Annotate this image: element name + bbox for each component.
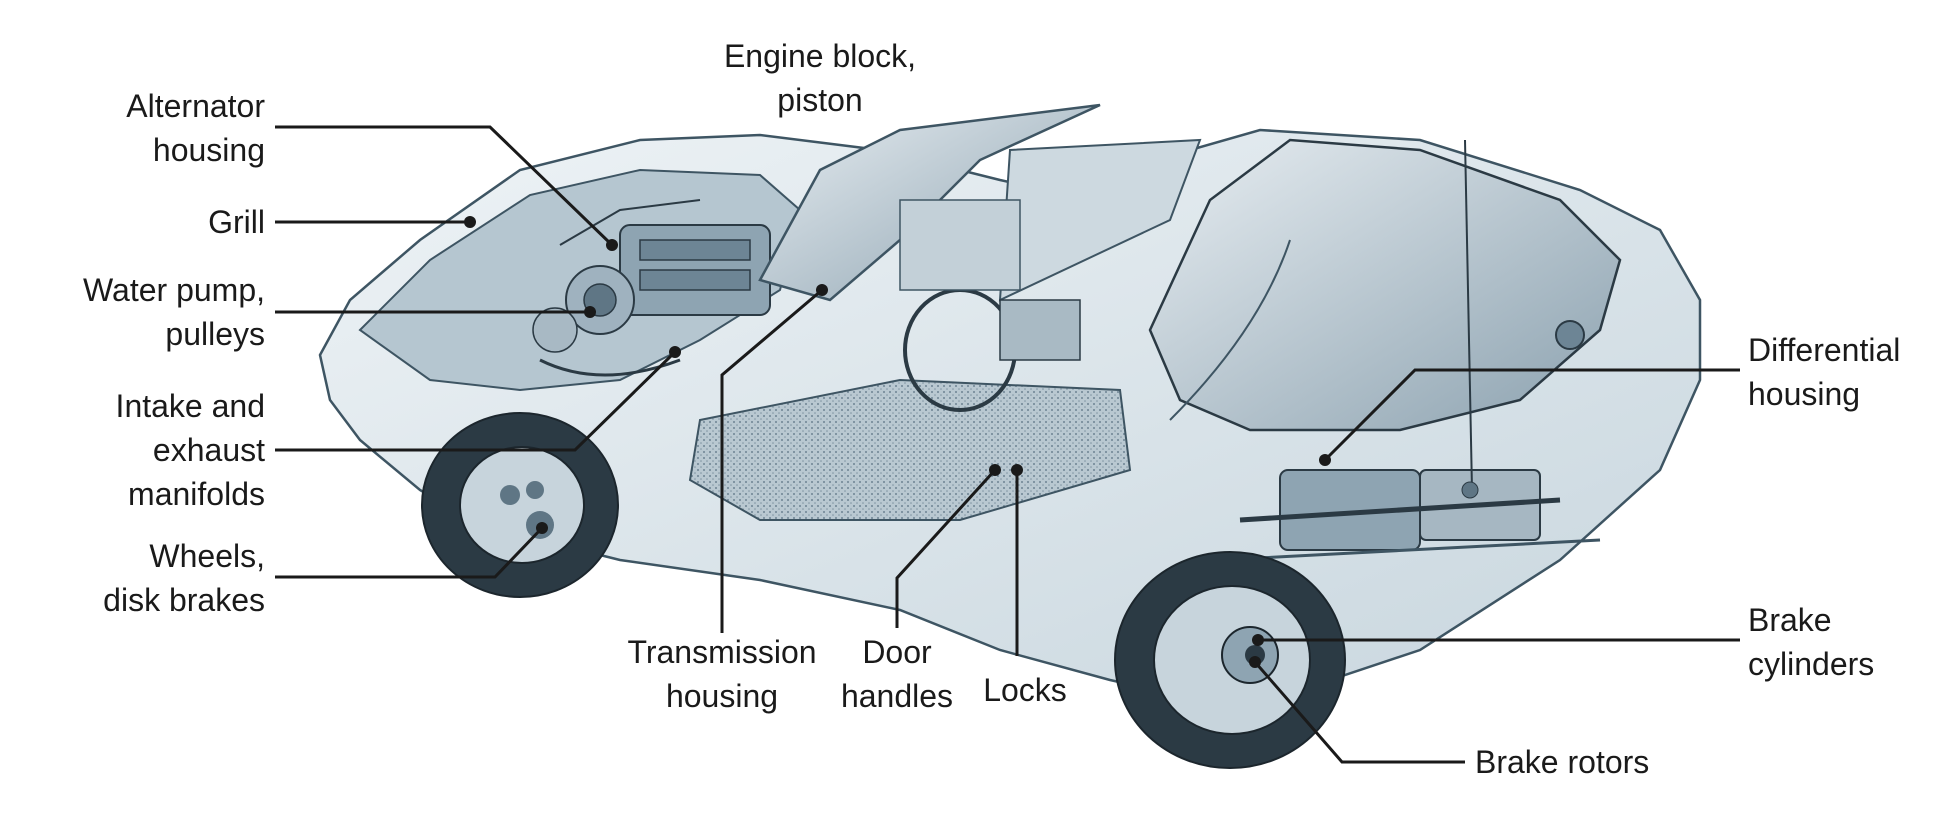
dot-grill [464, 216, 476, 228]
label-differential: Differential housing [1748, 332, 1901, 412]
label-wheels: Wheels, disk brakes [103, 538, 265, 618]
dot-door-handles [989, 464, 1001, 476]
front-wheel [421, 412, 619, 598]
leader-door-handles [895, 468, 997, 628]
leader-differential [1323, 368, 1740, 462]
leader-transmission [720, 288, 823, 633]
leader-dots [464, 216, 1331, 668]
leader-intake-exhaust [275, 350, 677, 452]
rear-wheel [1114, 551, 1346, 769]
interior [688, 199, 1132, 521]
dot-intake-exhaust [669, 346, 681, 358]
dot-brake-rotors [1249, 656, 1261, 668]
dot-locks [1011, 464, 1023, 476]
label-brake-rotors: Brake rotors [1475, 744, 1650, 780]
label-locks: Locks [983, 672, 1067, 708]
label-intake-exhaust: Intake and exhaust manifolds [115, 388, 265, 512]
label-brake-cylinders: Brake cylinders [1748, 602, 1875, 682]
dot-brake-cylinders [1252, 634, 1264, 646]
label-door-handles: Door handles [840, 634, 954, 714]
dot-differential [1319, 454, 1331, 466]
label-alternator: Alternator housing [126, 88, 265, 168]
dot-alternator [606, 239, 618, 251]
dot-wheels [536, 522, 548, 534]
leader-alternator [275, 125, 614, 247]
label-water-pump: Water pump, pulleys [83, 272, 265, 352]
dot-transmission [816, 284, 828, 296]
leader-brake-rotors [1253, 661, 1465, 764]
engine-bay [358, 168, 802, 392]
label-grill: Grill [208, 204, 265, 240]
dot-water-pump [584, 306, 596, 318]
rear-drivetrain [1219, 139, 1601, 562]
rear-glass [1148, 138, 1622, 432]
label-transmission: Transmission housing [627, 634, 817, 714]
leader-wheels [275, 526, 544, 579]
leader-lines [275, 125, 1740, 764]
label-engine-block: Engine block, piston [723, 38, 917, 118]
